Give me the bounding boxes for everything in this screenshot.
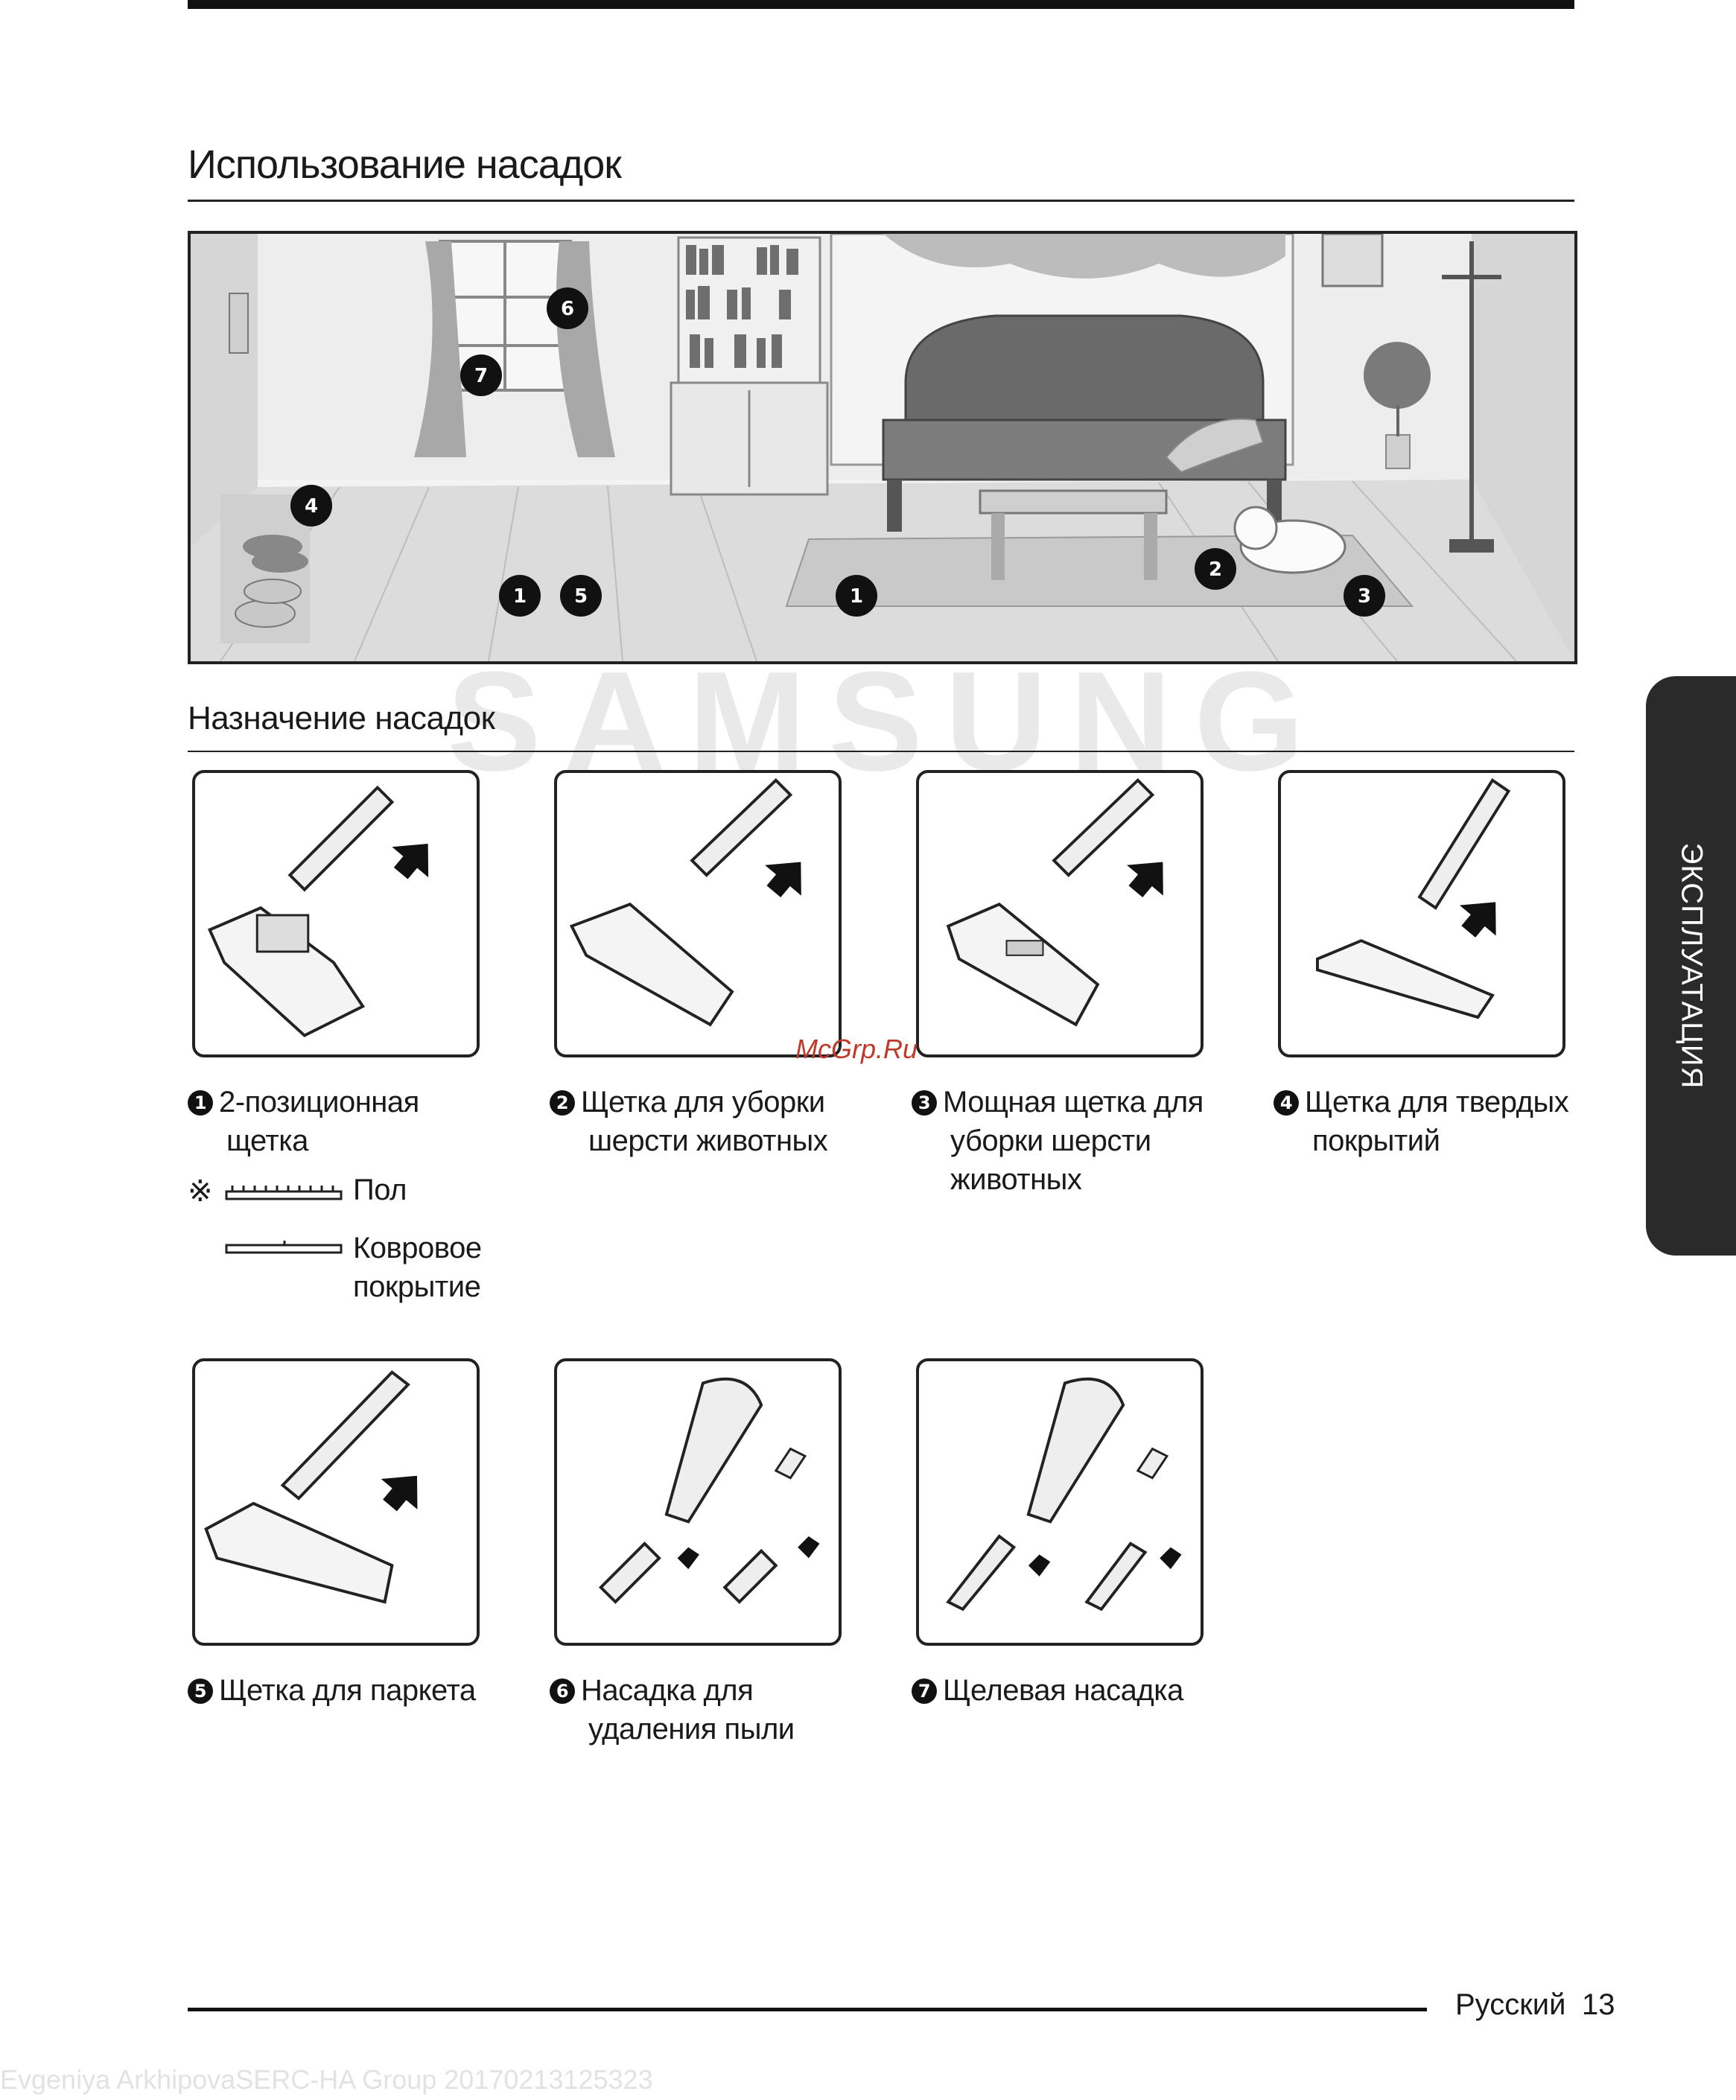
scene-marker-6: 6 bbox=[547, 287, 588, 329]
footer-rule bbox=[188, 2008, 1427, 2011]
number-badge: 7 bbox=[912, 1679, 937, 1704]
brush-image-turbo-pet bbox=[916, 770, 1204, 1057]
note-symbol: ※ bbox=[188, 1175, 213, 1208]
brush-image-parquet bbox=[192, 1358, 480, 1646]
number-badge: 3 bbox=[912, 1090, 937, 1116]
section-title: Назначение насадок bbox=[188, 700, 495, 736]
side-tab-label: ЭКСПЛУАТАЦИЯ bbox=[1675, 842, 1708, 1089]
dusting-brush-image bbox=[554, 1358, 842, 1646]
brush-image-hard-floor bbox=[1278, 770, 1565, 1057]
scene-marker-1b: 1 bbox=[836, 575, 877, 617]
title-rule bbox=[188, 200, 1574, 202]
footer-watermark: Evgeniya ArkhipovaSERC-HA Group 20170213… bbox=[0, 2064, 653, 2095]
svg-text:2: 2 bbox=[1209, 559, 1222, 581]
site-watermark: McGrp.Ru bbox=[795, 1034, 918, 1064]
number-badge: 4 bbox=[1274, 1090, 1299, 1116]
crevice-tool-image bbox=[916, 1358, 1204, 1646]
scene-marker-4: 4 bbox=[290, 485, 332, 526]
carpet-position-icon bbox=[225, 1241, 343, 1254]
floor-label: Пол bbox=[353, 1174, 407, 1206]
section-side-tab: ЭКСПЛУАТАЦИЯ bbox=[1646, 676, 1736, 1256]
floor-position-icon bbox=[225, 1186, 343, 1200]
number-badge: 5 bbox=[188, 1679, 213, 1704]
svg-text:6: 6 bbox=[561, 298, 574, 320]
page-number: 13 bbox=[1582, 1988, 1615, 2021]
living-room-illustration: 1 5 1 2 3 4 6 7 bbox=[188, 231, 1577, 664]
page-title: Использование насадок bbox=[188, 142, 622, 187]
scene-marker-7: 7 bbox=[460, 354, 502, 396]
scene-marker-3: 3 bbox=[1344, 575, 1385, 617]
footer-language: Русский bbox=[1455, 1988, 1566, 2021]
number-badge: 2 bbox=[550, 1090, 575, 1116]
scene-marker-1a: 1 bbox=[499, 575, 541, 617]
section-rule bbox=[188, 751, 1574, 752]
svg-text:4: 4 bbox=[305, 495, 318, 518]
svg-text:5: 5 bbox=[574, 585, 588, 608]
number-badge: 6 bbox=[550, 1679, 575, 1704]
svg-text:1: 1 bbox=[513, 585, 527, 608]
svg-text:3: 3 bbox=[1358, 585, 1371, 608]
brush-image-2-position bbox=[192, 770, 480, 1057]
top-rule bbox=[188, 0, 1574, 9]
brush-image-pet-hair bbox=[554, 770, 842, 1057]
svg-text:7: 7 bbox=[474, 365, 488, 387]
scene-marker-2: 2 bbox=[1195, 548, 1236, 590]
number-badge: 1 bbox=[188, 1090, 213, 1116]
svg-text:1: 1 bbox=[850, 585, 863, 608]
scene-marker-5: 5 bbox=[560, 575, 602, 617]
